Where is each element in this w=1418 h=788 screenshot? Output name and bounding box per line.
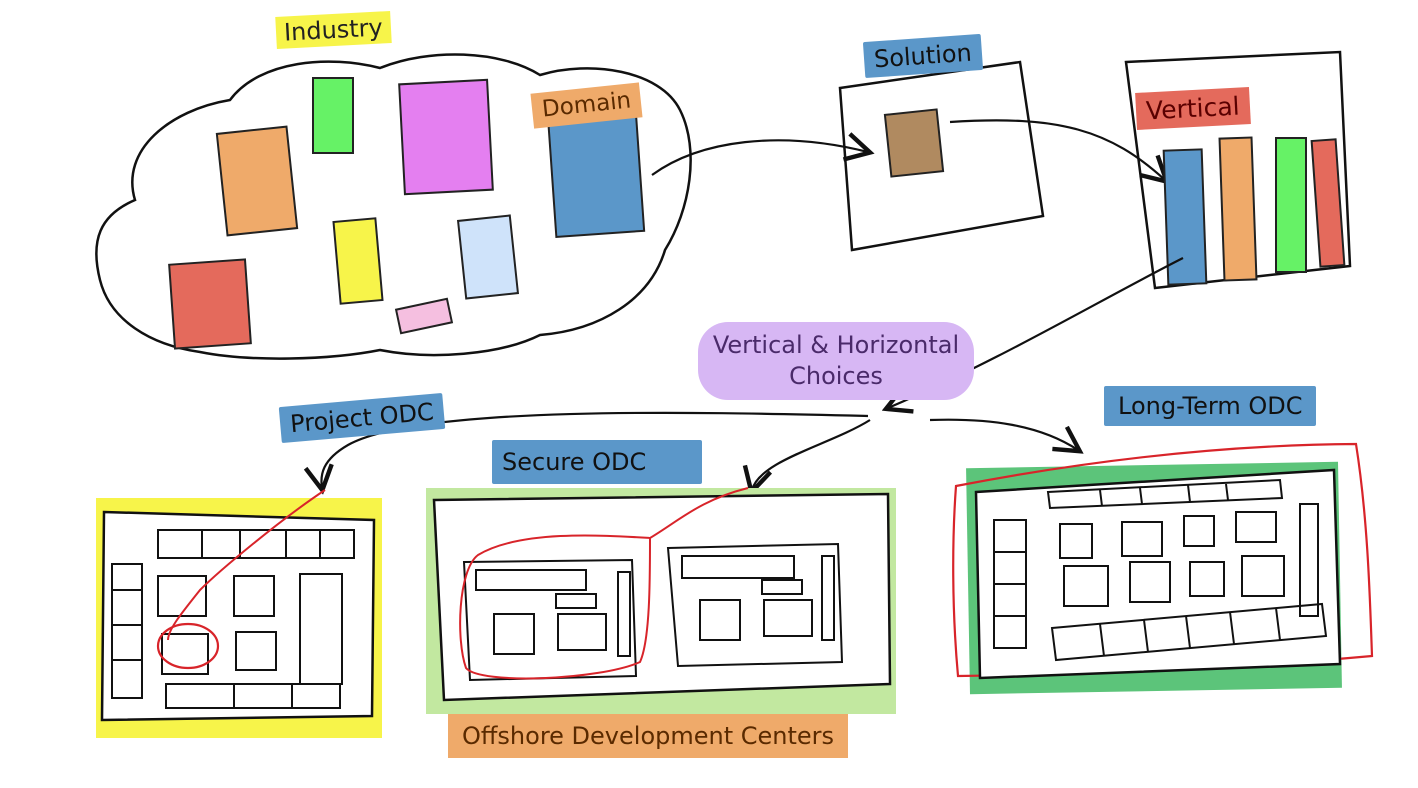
arrow-solution-to-vertical xyxy=(949,119,1165,180)
industry-pink-square xyxy=(394,297,454,335)
vertical-orange-bar xyxy=(1218,136,1258,282)
solution-brown-square xyxy=(883,108,945,178)
longterm-odc-red-outline xyxy=(952,442,1374,678)
vertical-green-bar xyxy=(1275,137,1307,273)
project-odc-rooms xyxy=(111,529,355,709)
vertical-label: Vertical xyxy=(1135,87,1251,130)
arrow-to-project-odc xyxy=(321,411,869,488)
industry-cloud xyxy=(95,53,692,360)
industry-yellow-square xyxy=(332,217,384,305)
industry-domain-square xyxy=(546,108,646,238)
project-odc-red-circle xyxy=(156,622,220,670)
longterm-odc-rooms xyxy=(993,478,1328,662)
vertical-box xyxy=(1124,50,1352,290)
secure-odc-label: Secure ODC xyxy=(492,440,702,484)
arrow-domain-to-solution xyxy=(651,140,868,176)
odc-footer-label: Offshore Development Centers xyxy=(448,714,849,758)
longterm-odc-floorplan xyxy=(974,468,1342,680)
long-term-odc-label: Long-Term ODC xyxy=(1104,386,1317,426)
secure-odc-rooms xyxy=(462,542,844,682)
vertical-red-bar xyxy=(1310,138,1346,268)
vertical-blue-bar xyxy=(1162,148,1208,286)
industry-magenta-square xyxy=(398,78,494,196)
industry-label: Industry xyxy=(275,11,392,49)
secure-odc-red-outline xyxy=(459,487,749,680)
industry-lightblue-square xyxy=(456,214,520,300)
project-odc-red-link xyxy=(167,489,326,641)
industry-red-square xyxy=(168,258,252,350)
arrow-to-longterm-odc xyxy=(929,418,1078,450)
industry-green-square xyxy=(312,77,354,154)
industry-orange-square xyxy=(215,125,299,237)
arrow-to-secure-odc xyxy=(752,419,871,490)
choices-label: Vertical & Horizontal Choices xyxy=(698,322,974,401)
